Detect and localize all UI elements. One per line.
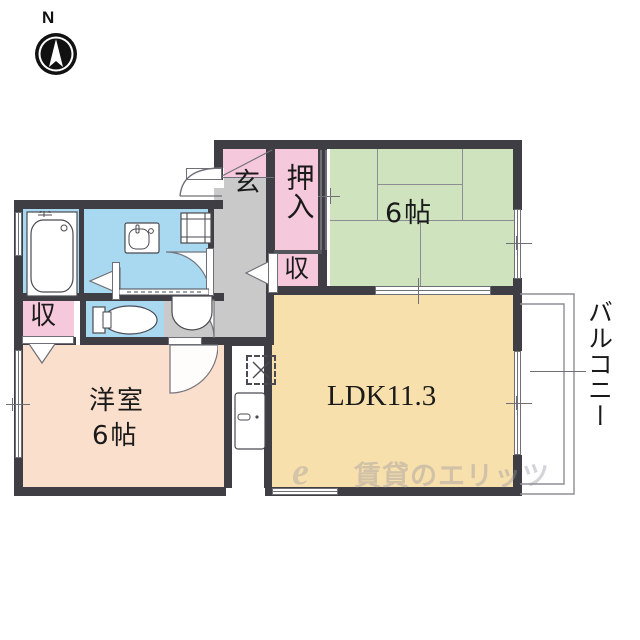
wall-south-ldk — [265, 487, 522, 496]
western-room-door-panel[interactable] — [168, 337, 202, 345]
entrance-door-panel[interactable] — [186, 168, 222, 180]
tatami-joint — [377, 184, 462, 185]
washbasin-icon — [124, 222, 160, 254]
label-storage-upper: 収 — [284, 254, 310, 283]
wall-west-outer — [14, 200, 23, 496]
window-ldk-south-mullion — [272, 491, 338, 492]
oshiire-handle-mark-2 — [330, 188, 331, 204]
wall-kitchen-top — [224, 340, 272, 346]
wall-toilet-west — [80, 300, 86, 340]
window-tatami-east-tick — [506, 243, 532, 244]
washing-machine-pan-icon — [180, 212, 212, 244]
balcony-outline — [520, 293, 575, 495]
window-western-west-tick — [6, 404, 30, 405]
label-storage-left: 収 — [30, 301, 57, 331]
balcony-door-tick-2 — [516, 396, 517, 410]
room-fill-oshiire — [274, 148, 322, 253]
compass-north-icon — [35, 33, 77, 75]
genkan-shoe-box-line-icon — [222, 149, 273, 177]
label-genkan: 玄 — [234, 168, 261, 198]
hand-basin-icon — [171, 295, 213, 331]
range-hood-vent-cross-icon — [252, 361, 270, 379]
sliding-door-tatami-ldk-tick — [418, 278, 419, 304]
toilet-icon — [92, 305, 158, 335]
wall-oshiire-east — [318, 148, 327, 294]
wall-east-ldk-upper — [513, 293, 522, 351]
window-bath-mullion — [18, 212, 19, 256]
wall-bath-top — [14, 200, 223, 209]
room-label-tatami: 6帖 — [385, 198, 434, 229]
wall-oshiire-west — [266, 148, 275, 294]
sliding-door-tatami-ldk-line — [375, 290, 491, 291]
wall-entry-west — [214, 140, 223, 180]
oshiire-door-track[interactable] — [320, 150, 322, 250]
wall-toilet-south — [80, 337, 200, 345]
wall-corridor-east — [266, 294, 274, 340]
washroom-counter-icon — [119, 288, 209, 296]
window-western-west-tick-2 — [12, 398, 13, 411]
wall-tatami-east-upper — [513, 140, 522, 210]
refrigerator-icon — [234, 392, 266, 450]
oshiire-handle-mark — [318, 196, 340, 197]
room-fill-storage-left — [22, 300, 74, 340]
balcony-door-tick — [506, 403, 532, 404]
storage-upper-door-panel[interactable] — [268, 253, 278, 293]
bathtub-icon — [26, 211, 78, 297]
tatami-joint — [462, 148, 463, 220]
wall-kitchen-west — [224, 345, 232, 488]
genkan-step-line — [222, 177, 274, 178]
window-tatami-east-mullion — [517, 209, 518, 279]
label-oshiire: 押入 — [282, 163, 316, 221]
room-label-ldk: LDK11.3 — [327, 380, 437, 412]
balcony-leader-line — [530, 371, 586, 372]
tatami-joint — [420, 220, 421, 293]
wall-south-western — [14, 487, 226, 496]
storage-left-door-panel[interactable] — [22, 336, 74, 344]
room-fill-ldk — [272, 293, 520, 489]
bath-door-panel[interactable] — [112, 262, 120, 300]
range-hood-vent-icon — [246, 355, 276, 385]
wall-toilet-north — [80, 293, 224, 301]
wall-ldk-west — [264, 345, 272, 488]
room-label-western-line2: 6帖 — [92, 421, 139, 451]
entrance-door-swing-icon — [179, 167, 223, 197]
compass: N — [20, 8, 90, 86]
wall-bath-east — [79, 208, 84, 300]
oshiire-door-track-2[interactable] — [325, 150, 327, 250]
western-room-door-swing-icon[interactable] — [168, 343, 218, 395]
wall-oshiire-mid — [274, 250, 322, 254]
tatami-joint — [377, 184, 378, 220]
wall-east-ldk-lower — [513, 455, 522, 496]
wall-washroom-south — [14, 293, 80, 301]
wall-top — [214, 140, 522, 149]
room-label-western-line1: 洋室 — [89, 386, 146, 416]
label-balcony: バルコニー — [584, 299, 614, 429]
window-tatami-east-tick-2 — [516, 236, 517, 250]
compass-north-label: N — [42, 8, 55, 27]
tatami-joint — [330, 220, 515, 221]
